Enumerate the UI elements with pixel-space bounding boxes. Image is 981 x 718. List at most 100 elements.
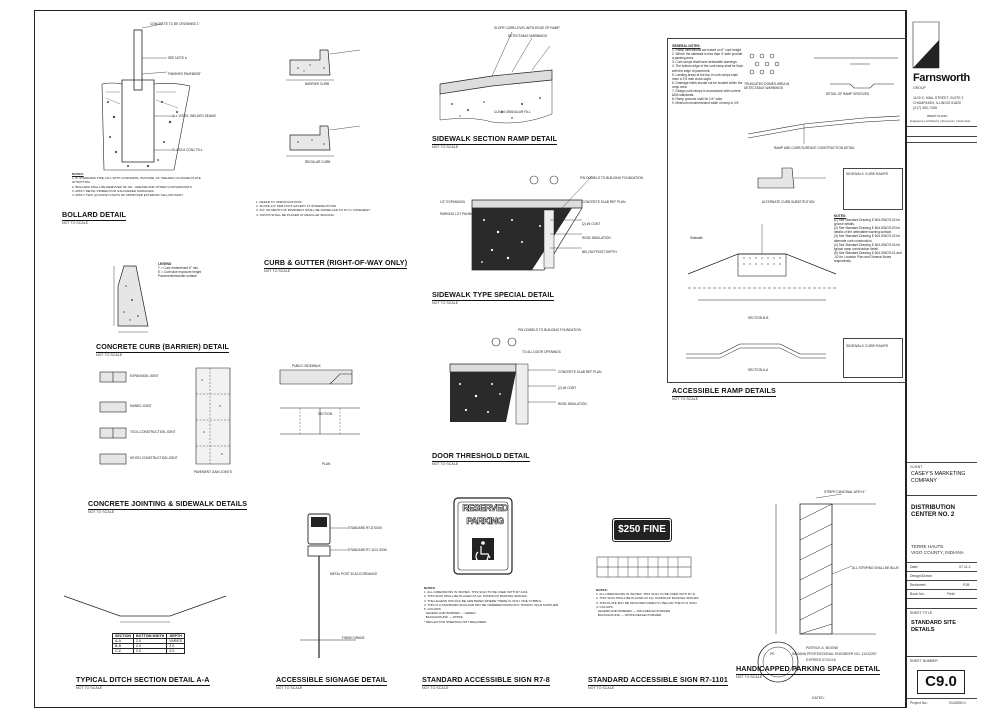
firm-sub: GROUP [913, 86, 926, 90]
bollard-callout-2: SEE NOTE # [168, 56, 187, 60]
concrete-curb-title: CONCRETE CURB (BARRIER) DETAIL [96, 342, 230, 353]
project-location-2: VIGO COUNTY, INDIANA [911, 550, 964, 555]
concrete-curb-scale: NOT TO SCALE [96, 353, 123, 357]
special-callout-1: 1/2" EXPANSION [440, 200, 465, 204]
date-label: Date: [910, 565, 919, 569]
door-threshold-scale: NOT TO SCALE [432, 462, 459, 466]
door-callout-4: (2) #5 CONT [558, 386, 577, 390]
door-callout-5: RIGID INSULATION [558, 402, 587, 406]
sheet-number-label: SHEET NUMBER [910, 659, 938, 663]
sign-r78-title: STANDARD ACCESSIBLE SIGN R7-8 [422, 675, 550, 686]
public-sidewalk-label: PUBLIC SIDEWALK [292, 364, 321, 368]
special-callout-2: PARKING LOT PAVING [440, 212, 474, 216]
sign-r71101-dim-table [596, 556, 692, 578]
ditch-cell: C-C [112, 648, 134, 654]
curb-notes: 1. REFER TO SPECIFICATIONS. 2. SLOPE 1/4… [256, 200, 371, 217]
curb-sect-label-1: BARRIER CURB [305, 82, 330, 86]
section-label: SECTION [318, 412, 333, 416]
ditch-th-section: SECTION [112, 633, 134, 639]
ramp-plan-drawing [687, 224, 837, 301]
firm-city: CHAMPAIGN, ILLINOIS 61820 [913, 101, 961, 105]
truncated-domes-label: TRUNCATED DOMES AREA IN DETECTABLE WARNI… [744, 82, 790, 90]
book-value: Field [947, 592, 955, 596]
door-callout-3: CONCRETE SLAB REF PLAN [558, 370, 602, 374]
firm-address: 1109 S. MAIL STREET, SUITE 3 [913, 96, 964, 100]
reviewed-value: PJB [963, 583, 970, 587]
special-callout-7: BELOW FROST DEPTH [582, 250, 617, 254]
ramp-callout-1: SLOPE CURB LEVEL WITH EDGE OF RAMP [494, 26, 560, 30]
jointing-title: CONCRETE JOINTING & SIDEWALK DETAILS [88, 499, 248, 510]
joint-label-1: EXPANSION JOINT [130, 374, 159, 378]
sidewalk-special-scale: NOT TO SCALE [432, 301, 459, 305]
bollard-callout-1: CONCRETE TO BE CROWNED 1" [150, 22, 200, 26]
firm-name: Farnsworth [913, 72, 970, 84]
jointing-scale: NOT TO SCALE [88, 510, 115, 514]
bollard-callout-5: CLASS A CONC FILL [172, 148, 203, 152]
signage-drawing [300, 513, 356, 658]
seal-expires: EXPIRES 07/31/16 [806, 658, 836, 662]
firm-web: www.f-w.com [927, 114, 948, 118]
ramp-callout-3: CLEAN GRANULAR FILL [494, 110, 531, 114]
project-no-label: Project No.: [910, 701, 929, 705]
design-label: Design/Drawn: [910, 574, 933, 578]
signage-scale: NOT TO SCALE [276, 686, 303, 690]
sheet-title-label: SHEET TITLE [910, 611, 933, 615]
ramp-grooves-drawing [814, 57, 898, 89]
ditch-th-width: BOTTOM WIDTH [132, 633, 168, 639]
sign-r78-notes: NOTES: 1. ALL DIMENSIONS IN INCHES. THIS… [424, 586, 559, 624]
seal-engineer: INDIANA PROFESSIONAL ENGINEER NO. 110122… [792, 652, 877, 656]
project-no: 0140500.0 [949, 701, 966, 705]
date-value: 07-11-1 [959, 565, 971, 569]
sheet-number: C9.0 [925, 673, 957, 690]
pavement-joints-label: PAVEMENT GAIN JOINTS [194, 470, 232, 474]
project-location-1: TERRE HAUTE [911, 544, 944, 549]
sign-callout-1: STANDARD R7-8 SIGN [348, 526, 382, 530]
ditch-title: TYPICAL DITCH SECTION DETAIL A-A [76, 675, 210, 686]
reviewed-label: Reviewed: [910, 583, 927, 587]
sign-r78-scale: NOT TO SCALE [422, 686, 449, 690]
special-callout-3: PIN DOWELS TO BUILDING FOUNDATION [580, 176, 643, 180]
ditch-th-depth: DEPTH [166, 633, 186, 639]
ditch-cell: 2.0 [132, 648, 168, 654]
alt-curb-label: ALTERNATE CURB SUBSTITUTION [762, 200, 815, 204]
signage-title: ACCESSIBLE SIGNAGE DETAIL [276, 675, 388, 686]
hc-parking-title: HANDICAPPED PARKING SPACE DETAIL [736, 664, 881, 675]
sheet-title: STANDARD SITE DETAILS [911, 620, 956, 633]
door-threshold-title: DOOR THRESHOLD DETAIL [432, 451, 530, 462]
section-aa-drawing [686, 343, 826, 359]
sign-r71101-scale: NOT TO SCALE [588, 686, 615, 690]
curb-legend: LEGEND T = Curb embedment 6" min. E = Cu… [158, 262, 202, 279]
ramp-callout-2: DETECTABLE WARNINGS [508, 34, 547, 38]
special-callout-4: CONCRETE SLAB REF PLAN [582, 200, 626, 204]
curb-gutter-drawing [286, 49, 361, 157]
sign-r78-drawing [453, 497, 513, 575]
ditch-cell: VARIES [166, 638, 186, 644]
joint-label-2: SAWED JOINT [130, 404, 152, 408]
ramp-stamp-2 [843, 338, 903, 378]
hc-callout-1: STRIPE DIAGONAL WITH 4" [824, 490, 866, 494]
sign-r71101-fine: $250 FINE [618, 524, 666, 535]
sign-r71101-notes: NOTES: 1. ALL DIMENSIONS IN INCHES. THIS… [596, 588, 700, 618]
door-threshold-drawing [449, 337, 556, 425]
title-block: Farnsworth GROUP 1109 S. MAIL STREET, SU… [906, 10, 977, 708]
sidewalk-special-drawing [471, 175, 593, 271]
ditch-scale: NOT TO SCALE [76, 686, 103, 690]
section-aa-label: SECTION A-A [748, 368, 769, 372]
sign-callout-2: STANDARD R7-1101 SIGN [348, 548, 387, 552]
joint-label-3: TOOL-CONSTRUCTION JOINT [130, 430, 176, 434]
ditch-cell: 2.0 [166, 648, 186, 654]
book-label: Book No.: [910, 592, 926, 596]
firm-disciplines: Engineers | Architects | Surveyors | Sci… [910, 119, 971, 123]
door-callout-1: PIN DOWELS TO BUILDING FOUNDATION [518, 328, 581, 332]
client-label: CLIENT [910, 465, 923, 469]
ramp-grooves-label: DETAIL OF RAMP GROOVES [826, 92, 870, 96]
sign-r71101-inner [614, 520, 670, 540]
special-callout-6: RIGID INSULATION [582, 236, 611, 240]
bollard-drawing [101, 23, 191, 171]
hc-callout-2: ALL STRIPING SHALL BE BLUE [852, 566, 899, 570]
bollard-callout-3: FINISHED PAVEMENT [168, 72, 201, 76]
door-callout-2: TO ALL DOOR OPENINGS [522, 350, 561, 354]
special-callout-5: (2) #5 CONT [582, 222, 601, 226]
curb-sect-label-2: REGULAR CURB [305, 160, 331, 164]
